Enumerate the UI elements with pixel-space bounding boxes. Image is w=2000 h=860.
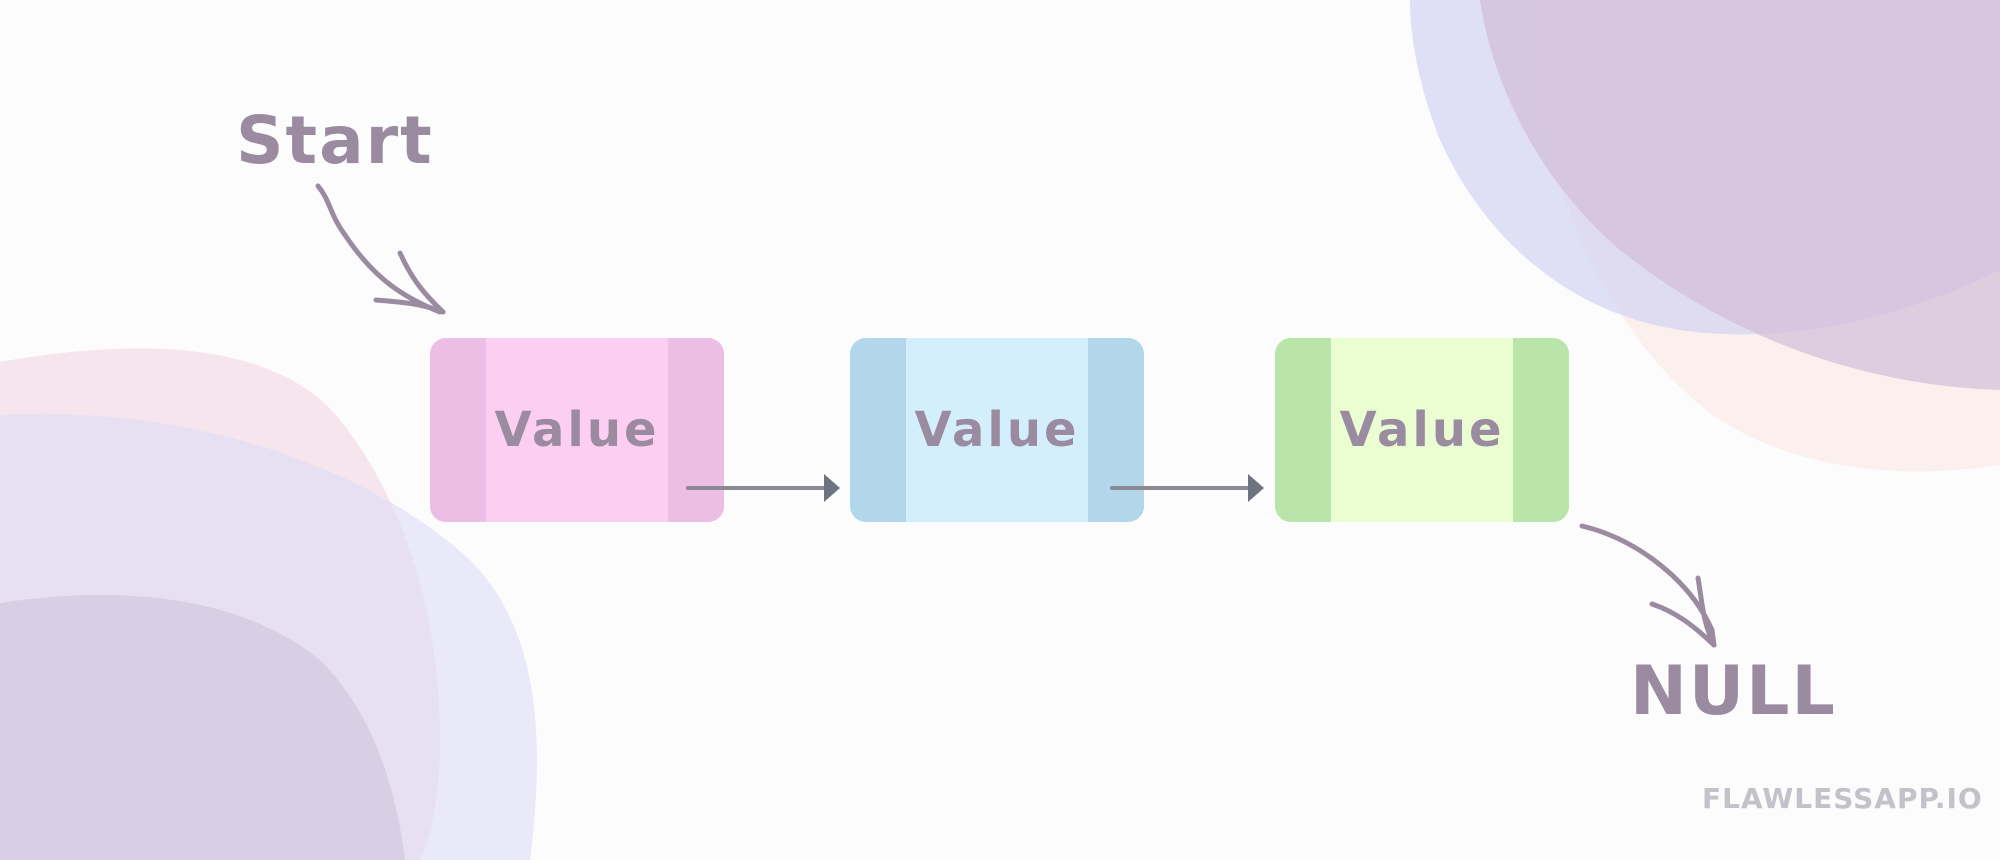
node-2-pointer-segment <box>1088 338 1144 522</box>
start-label: Start <box>236 102 434 179</box>
node-1-value-label: Value <box>494 402 660 458</box>
node-2-value-label: Value <box>914 402 1080 458</box>
blob-mauve-top-right <box>1480 0 2000 390</box>
node-3: Value <box>1275 338 1569 522</box>
node-1-left-segment <box>430 338 486 522</box>
null-label: NULL <box>1630 652 1837 731</box>
pointer-arrow-1-to-2 <box>686 474 840 502</box>
node-3-pointer-segment <box>1513 338 1569 522</box>
node-1-pointer-segment <box>668 338 724 522</box>
blob-mauve-bottom-left <box>0 595 405 860</box>
node-1-value-cell: Value <box>486 338 668 522</box>
node-3-left-segment <box>1275 338 1331 522</box>
node-3-value-cell: Value <box>1331 338 1513 522</box>
start-arrow <box>315 183 446 315</box>
node-2-value-cell: Value <box>906 338 1088 522</box>
pointer-arrow-2-to-3 <box>1110 474 1264 502</box>
node-2-left-segment <box>850 338 906 522</box>
node-3-value-label: Value <box>1339 402 1505 458</box>
node-1: Value <box>430 338 724 522</box>
null-arrow <box>1579 523 1717 648</box>
node-2: Value <box>850 338 1144 522</box>
brand-watermark: FLAWLESSAPP.IO <box>1702 782 1983 815</box>
